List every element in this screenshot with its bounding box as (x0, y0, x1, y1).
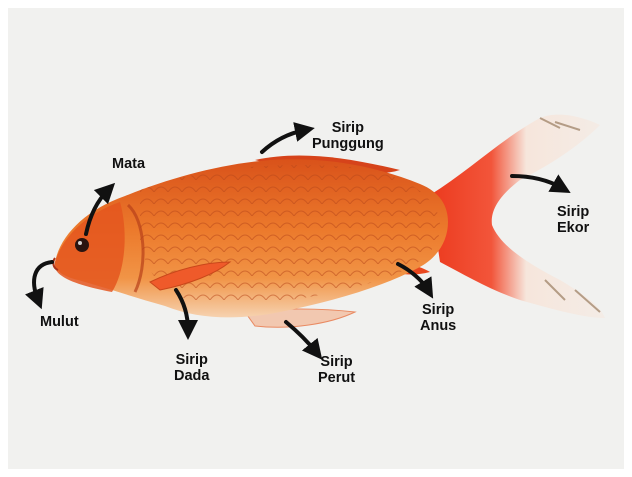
label-sirip-dada: Sirip Dada (174, 352, 209, 384)
label-mulut-text: Mulut (40, 314, 79, 330)
label-line-2: Ekor (557, 220, 589, 236)
label-line-1: Sirip (174, 352, 209, 368)
label-line-2: Dada (174, 368, 209, 384)
label-sirip-ekor: Sirip Ekor (557, 204, 589, 236)
label-line-2: Perut (318, 370, 355, 386)
label-mata: Mata (112, 156, 145, 172)
label-sirip-punggung: Sirip Punggung (312, 120, 384, 152)
label-line-1: Sirip (312, 120, 384, 136)
label-line-1: Sirip (557, 204, 589, 220)
label-mulut: Mulut (40, 314, 79, 330)
label-line-2: Anus (420, 318, 456, 334)
label-sirip-anus: Sirip Anus (420, 302, 456, 334)
label-line-1: Sirip (318, 354, 355, 370)
label-sirip-perut: Sirip Perut (318, 354, 355, 386)
label-mata-text: Mata (112, 156, 145, 172)
label-line-1: Sirip (420, 302, 456, 318)
label-line-2: Punggung (312, 136, 384, 152)
